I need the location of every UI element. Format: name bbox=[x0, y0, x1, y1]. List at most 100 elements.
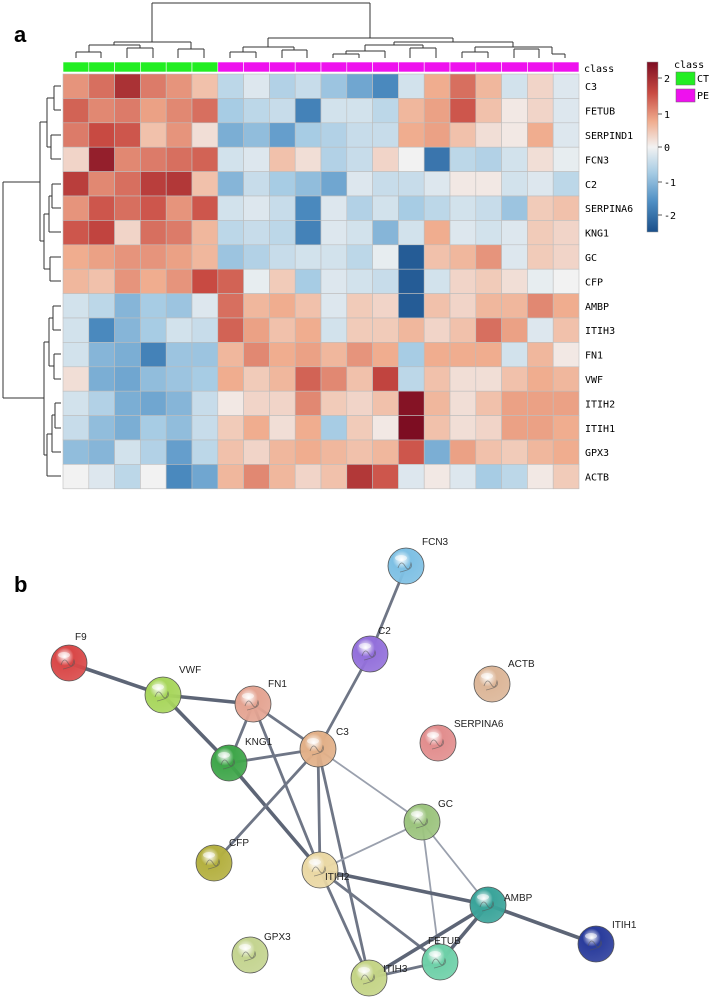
node-sphere-itih1 bbox=[577, 925, 615, 963]
node-c3[interactable]: C3 bbox=[299, 727, 349, 768]
heatmap-cell bbox=[217, 317, 244, 343]
node-vwf[interactable]: VWF bbox=[144, 665, 201, 714]
node-highlight bbox=[429, 951, 441, 957]
node-fetub[interactable]: FETUB bbox=[421, 936, 461, 981]
heatmap-cell bbox=[243, 244, 270, 270]
node-serpina6[interactable]: SERPINA6 bbox=[419, 719, 504, 762]
heatmap-cell bbox=[372, 171, 399, 197]
color-scale-tick-label: -1 bbox=[664, 178, 676, 189]
class-bar-cell-ct bbox=[88, 61, 115, 73]
row-label-actb: ACTB bbox=[585, 473, 609, 484]
heatmap-cell bbox=[217, 415, 244, 441]
color-scale-tick-label: 1 bbox=[664, 110, 670, 121]
heatmap-cell bbox=[243, 415, 270, 441]
heatmap-cell bbox=[191, 293, 219, 319]
heatmap-cell bbox=[294, 317, 322, 343]
node-kng1[interactable]: KNG1 bbox=[210, 737, 273, 782]
heatmap-cell bbox=[346, 415, 373, 441]
heatmap-cell bbox=[552, 293, 580, 319]
heatmap-cell bbox=[62, 268, 90, 294]
node-actb[interactable]: ACTB bbox=[473, 659, 535, 703]
node-fcn3[interactable]: FCN3 bbox=[387, 537, 449, 585]
row-label-vwf: VWF bbox=[585, 375, 603, 386]
heatmap-cell bbox=[475, 390, 502, 416]
class-bar-cell-pe bbox=[527, 61, 554, 73]
heatmap-cell bbox=[372, 73, 399, 99]
heatmap-cell bbox=[552, 342, 580, 368]
heatmap-cell bbox=[346, 366, 373, 392]
heatmap-cell bbox=[552, 317, 580, 343]
heatmap-cell bbox=[501, 268, 528, 294]
heatmap-cell bbox=[217, 73, 244, 99]
node-itih1[interactable]: ITIH1 bbox=[577, 920, 637, 963]
heatmap-cell bbox=[449, 390, 477, 416]
heatmap-cell bbox=[423, 439, 451, 465]
node-label-vwf: VWF bbox=[179, 665, 201, 676]
class-bar-cell-ct bbox=[140, 61, 167, 73]
heatmap-cell bbox=[243, 268, 270, 294]
heatmap-cell bbox=[140, 146, 167, 172]
heatmap-cell bbox=[243, 98, 270, 124]
color-scale-ticks: 210-1-2 bbox=[658, 74, 676, 222]
class-bar-cell-pe bbox=[243, 61, 270, 73]
heatmap-cell bbox=[320, 415, 348, 441]
heatmap-cell bbox=[527, 293, 554, 319]
node-label-fn1: FN1 bbox=[268, 679, 287, 690]
node-c2[interactable]: C2 bbox=[351, 626, 391, 673]
edge-itih2-itih3 bbox=[318, 868, 371, 980]
row-label-ambp: AMBP bbox=[585, 302, 609, 313]
class-legend-swatch-pe bbox=[675, 88, 696, 103]
heatmap-cell bbox=[423, 317, 451, 343]
heatmap-cell bbox=[114, 439, 141, 465]
heatmap-cell bbox=[294, 195, 322, 221]
node-itih2[interactable]: ITIH2 bbox=[301, 851, 350, 889]
row-label-serpind1: SERPIND1 bbox=[585, 131, 633, 142]
heatmap-cell bbox=[62, 317, 90, 343]
node-itih3[interactable]: ITIH3 bbox=[350, 959, 408, 997]
edge-ambp-itih1 bbox=[486, 903, 598, 946]
node-f9[interactable]: F9 bbox=[50, 632, 88, 682]
node-sphere-actb bbox=[473, 665, 511, 703]
heatmap-cell bbox=[114, 293, 141, 319]
node-gc[interactable]: GC bbox=[403, 799, 453, 841]
node-highlight bbox=[585, 933, 597, 939]
heatmap-cell bbox=[552, 220, 580, 246]
heatmap-cell bbox=[165, 439, 193, 465]
heatmap-cell bbox=[165, 415, 193, 441]
node-ambp[interactable]: AMBP bbox=[469, 886, 533, 924]
heatmap-cell bbox=[527, 122, 554, 148]
heatmap-cell bbox=[217, 171, 244, 197]
node-gpx3[interactable]: GPX3 bbox=[231, 932, 291, 974]
heatmap-cell bbox=[88, 415, 115, 441]
row-dendrogram bbox=[2, 85, 61, 477]
heatmap-cell bbox=[140, 390, 167, 416]
class-bar-cell-pe bbox=[423, 61, 451, 73]
heatmap-cell bbox=[217, 464, 244, 490]
node-fn1[interactable]: FN1 bbox=[234, 679, 287, 723]
node-label-itih2: ITIH2 bbox=[325, 872, 350, 883]
heatmap-cell bbox=[269, 366, 296, 392]
row-label-fcn3: FCN3 bbox=[585, 155, 609, 166]
heatmap-cell bbox=[501, 342, 528, 368]
heatmap-cell bbox=[449, 171, 477, 197]
node-cfp[interactable]: CFP bbox=[195, 838, 249, 882]
heatmap-cell bbox=[346, 146, 373, 172]
heatmap-cell bbox=[423, 146, 451, 172]
protein-structure-icon bbox=[309, 744, 324, 756]
heatmap-cell bbox=[140, 268, 167, 294]
heatmap-cell bbox=[217, 146, 244, 172]
heatmap-cell bbox=[88, 73, 115, 99]
heatmap-cell bbox=[269, 244, 296, 270]
heatmap-cell bbox=[88, 195, 115, 221]
heatmap-cell bbox=[62, 415, 90, 441]
class-bar-cell-ct bbox=[191, 61, 219, 73]
node-sphere-gpx3 bbox=[231, 936, 269, 974]
heatmap-cell bbox=[423, 293, 451, 319]
heatmap-cell bbox=[165, 268, 193, 294]
heatmap-cell bbox=[423, 390, 451, 416]
node-sphere-fetub bbox=[421, 943, 459, 981]
heatmap-cell bbox=[449, 268, 477, 294]
class-legend-title: class bbox=[674, 60, 704, 71]
heatmap-cell bbox=[294, 73, 322, 99]
heatmap-cell bbox=[501, 171, 528, 197]
